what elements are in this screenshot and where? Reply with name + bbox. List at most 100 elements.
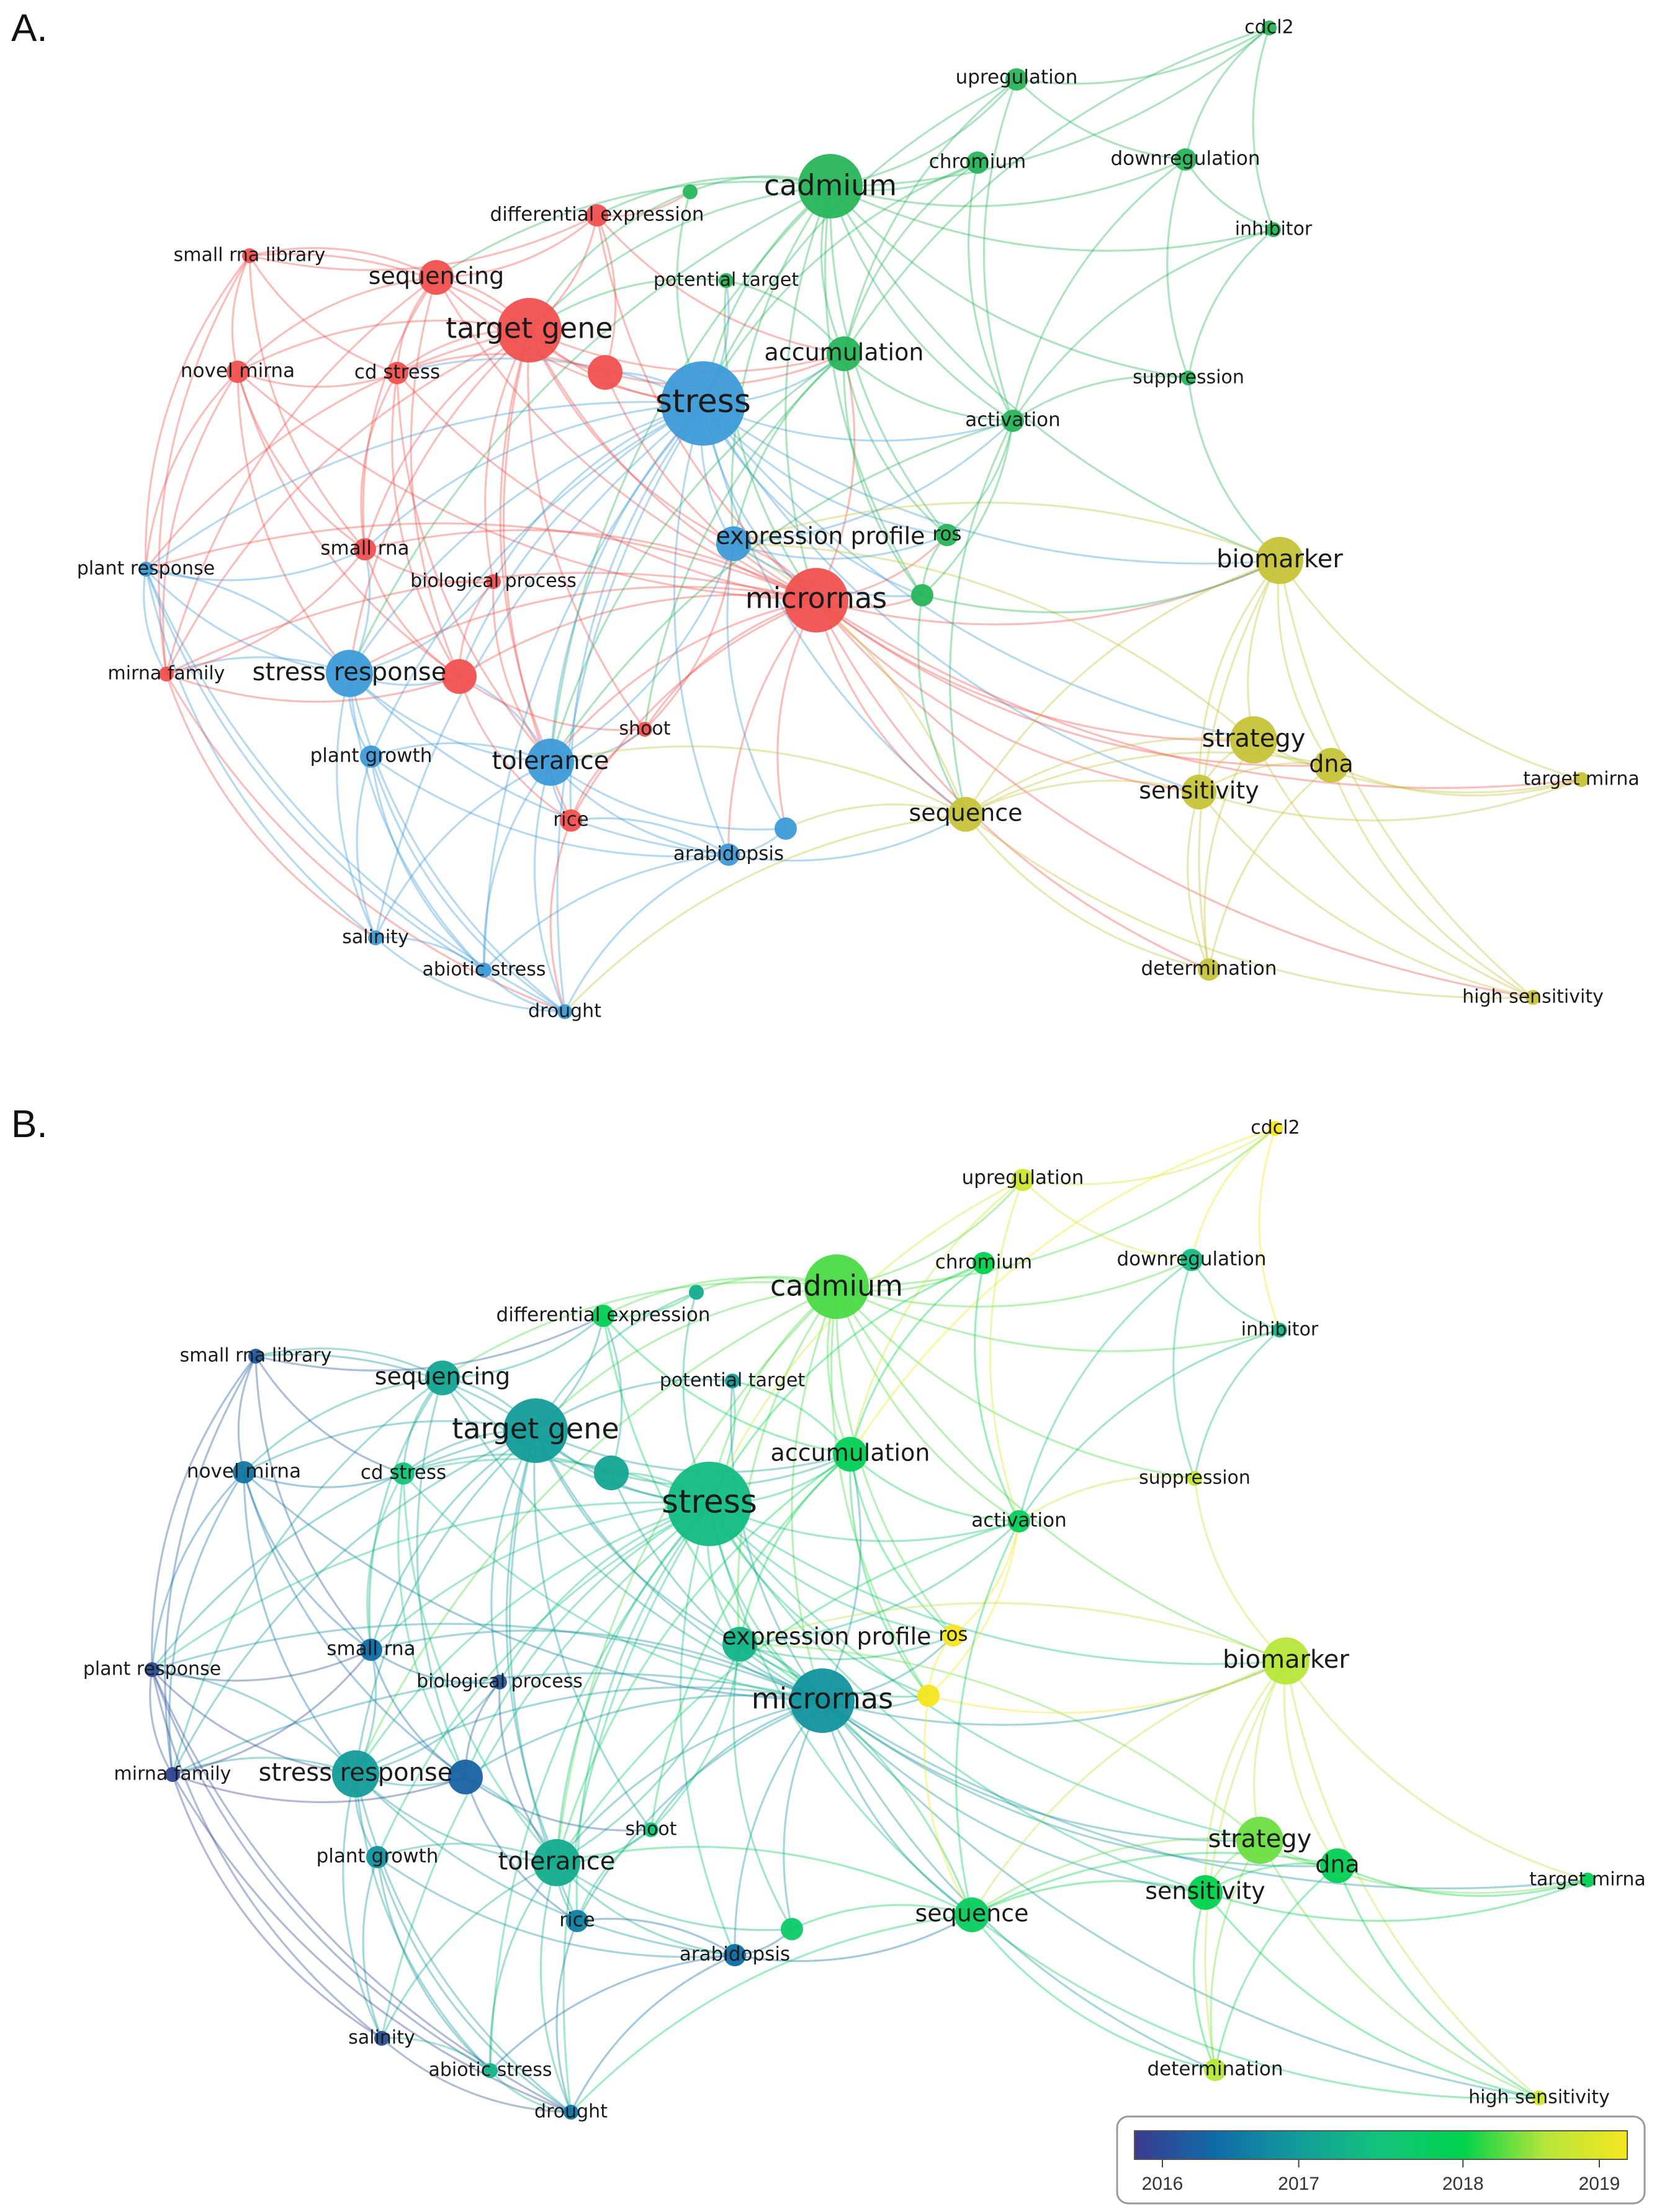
network-edge [528,330,734,545]
network-edge [650,1644,741,1831]
network-edge [362,1856,383,2039]
node-ros [936,524,958,546]
node-label-accumulation: accumulation [771,1439,930,1467]
network-edge [732,353,845,544]
network-edge [145,329,530,570]
network-edge [364,548,494,584]
network-edge [397,1473,467,1778]
node-label-dna: dna [1309,750,1354,778]
network-edge [255,1353,536,1432]
network-edge [928,1660,1287,1714]
network-edge [1336,1865,1540,2099]
node-label-plant-growth: plant growth [310,745,433,767]
node-stress [661,361,745,446]
network-edge [441,1377,710,1505]
network-edge [726,543,787,829]
node-label-strategy: strategy [1202,724,1306,753]
network-edge [843,78,1017,354]
network-edge [830,27,1270,187]
network-edge [1259,1840,1540,2099]
node-label-sensitivity: sensitivity [1145,1878,1265,1905]
network-edge [570,1914,973,2113]
network-edge [708,1503,973,1916]
network-edge [971,1914,1540,2100]
network-edge [1283,1660,1339,1866]
node-label-upregulation: upregulation [956,66,1078,89]
node-potential-target [719,273,734,288]
network-edge [402,1473,558,1864]
network-edge [151,1668,356,1775]
network-edge [1193,1478,1287,1662]
network-edge [821,1454,862,1701]
network-edge [483,402,704,971]
network-edge [964,814,1210,971]
node-dna [1320,1848,1355,1883]
network-edge [603,1277,837,1317]
node-drought [557,1004,572,1019]
node-green-node [917,1685,940,1707]
node-high-sensitivity [1525,990,1540,1005]
network-edge [396,372,552,763]
network-edge [1285,1660,1540,2099]
network-edge [734,1914,973,1963]
network-edge [143,569,168,675]
network-edge [172,1672,823,1776]
network-edge [556,1861,793,1932]
network-edge [489,1954,735,2072]
network-edge [708,1503,1260,1842]
node-label-novel-mirna: novel mirna [187,1460,301,1483]
node-plant-growth [360,745,382,768]
network-edge [145,371,239,570]
node-mirna-family [165,1767,180,1782]
node-label-micrornas: micrornas [745,582,887,615]
network-edge [549,353,845,763]
network-edge [564,813,966,1013]
network-edge [1198,560,1281,970]
network-edge [1331,764,1582,797]
node-label-determination: determination [1141,958,1277,980]
network-edge [739,1453,851,1645]
network-edge [1259,1839,1588,1894]
network-edge [576,1829,652,1922]
network-edge [709,1503,1287,1665]
network-edge [555,1920,578,2113]
network-edge [703,402,1280,565]
node-biological-process [492,1675,507,1689]
network-edge [1253,1660,1287,1841]
network-edge [381,2036,491,2072]
network-edge [1012,375,1189,422]
network-edge [464,1503,710,1778]
network-edge [396,372,817,601]
node-label-activation: activation [971,1509,1067,1532]
network-edge [458,402,704,677]
node-stress-response [332,1750,379,1797]
node-plant-growth [366,1846,389,1868]
network-edge [576,1699,823,1922]
network-edge [1016,27,1270,85]
node-label-shoot: shoot [619,718,670,740]
node-tolerance [533,1839,580,1886]
node-label-stress-response: stress response [253,658,447,686]
network-edge [1166,159,1190,379]
network-edge [483,969,565,1013]
network-edge [965,813,1534,999]
network-edge [550,745,966,816]
node-small-rna [360,1639,382,1661]
network-edge [815,599,1534,999]
network-edge [236,371,366,551]
network-edge [921,420,1014,596]
node-label-ros: ros [938,1624,968,1646]
network-edge [1190,1259,1280,1331]
node-sensitivity [1188,1875,1223,1910]
network-edge [1012,228,1274,421]
network-edge [733,420,1014,545]
network-edge [376,1856,572,2113]
legend-tick-label: 2016 [1142,2174,1184,2194]
network-edge [836,1285,1280,1352]
node-tolerance [527,739,574,786]
network-edge [362,277,438,550]
node-ros [942,1624,964,1647]
node-salinity [374,2031,389,2046]
network-edge [732,1380,851,1455]
